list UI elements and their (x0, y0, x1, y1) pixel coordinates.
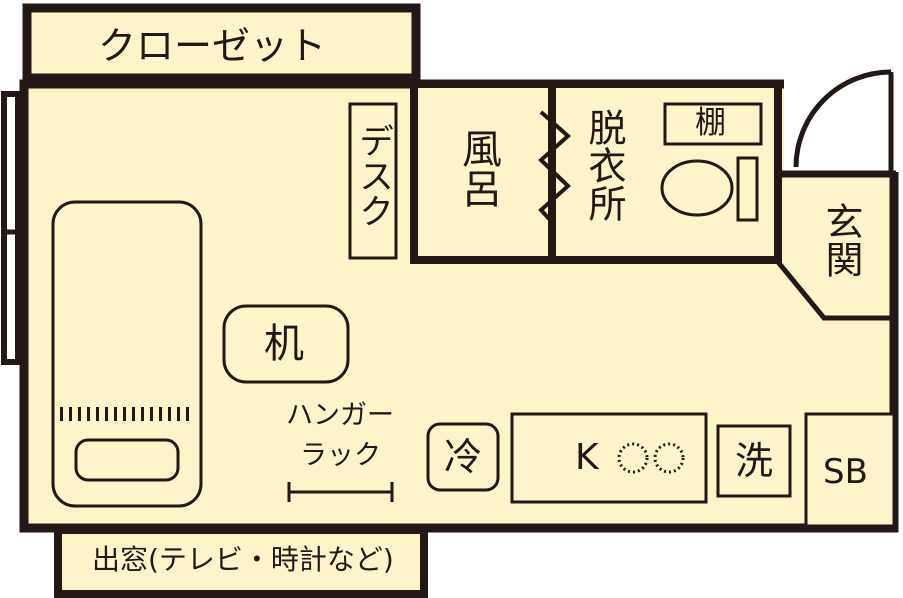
shoebox (804, 412, 896, 528)
entrance-label: 玄関 (819, 202, 863, 278)
table (222, 304, 350, 384)
fridge (426, 422, 500, 492)
dressing-label: 脱衣所 (582, 108, 626, 222)
washer (716, 424, 792, 498)
desk (348, 102, 398, 260)
bed (51, 200, 203, 508)
desk-label: デスク (353, 123, 393, 228)
washer-label: 洗 (735, 439, 774, 483)
toilet-bowl (660, 159, 734, 217)
kitchen-counter (510, 412, 708, 504)
bay-window (54, 526, 428, 598)
fridge-label: 冷 (444, 435, 483, 479)
shelf (663, 102, 763, 146)
shoebox-label: SB (823, 452, 868, 492)
pillow (74, 438, 180, 482)
table-label: 机 (264, 321, 304, 367)
entrance-outside (784, 60, 899, 172)
left-window (1, 91, 21, 365)
door-swing (793, 69, 892, 168)
bath-label: 風呂 (455, 128, 501, 208)
kitchen-label: K (575, 437, 599, 478)
closet-area (22, 3, 421, 83)
hanger-rack-label-line1: ハンガー (286, 400, 394, 431)
burner-icon (617, 442, 649, 474)
closet-label: クローゼット (98, 24, 327, 68)
toilet-tank (736, 156, 759, 222)
shelf-label: 棚 (695, 105, 726, 141)
bay-window-label: 出窓(テレビ・時計など) (92, 543, 394, 576)
entrance-step (775, 174, 894, 321)
burner-icon (653, 442, 685, 474)
hanger-rack-label-line2: ラック (300, 440, 381, 471)
folding-door (538, 110, 572, 224)
